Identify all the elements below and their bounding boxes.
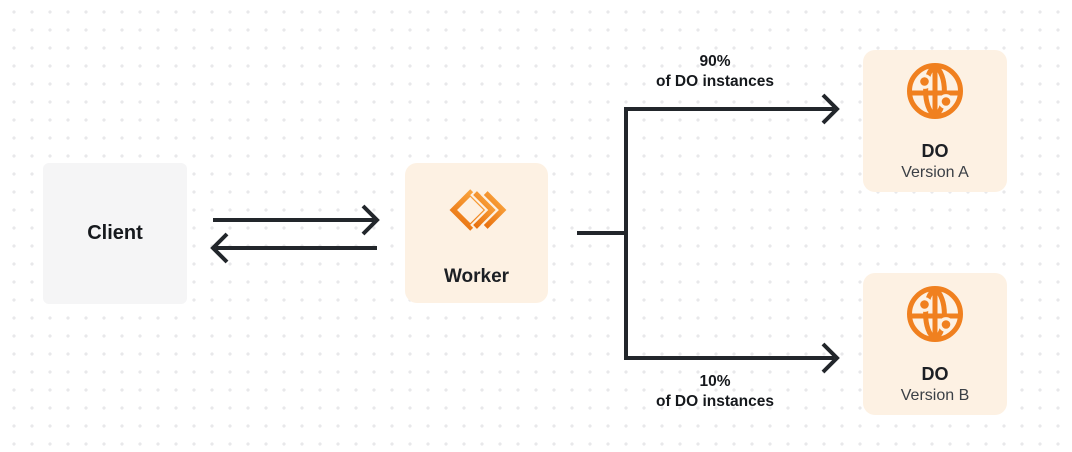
node-do-version-b: DO Version B: [863, 273, 1007, 415]
bottom-branch-percent: 10%: [699, 373, 731, 390]
node-worker: Worker: [405, 163, 548, 303]
worker-to-client-arrowhead-icon: [210, 232, 229, 264]
workers-chevrons-icon: [449, 187, 507, 233]
node-client: Client: [43, 163, 187, 304]
bottom-branch-arrowhead-icon: [821, 342, 840, 374]
client-to-worker-arrowhead-icon: [361, 204, 380, 236]
do-b-subtitle: Version B: [900, 387, 970, 404]
node-do-version-a: DO Version A: [863, 50, 1007, 192]
globe-icon: [907, 63, 963, 119]
top-branch-percent: 90%: [699, 53, 731, 70]
worker-label: Worker: [443, 266, 510, 287]
bottom-branch-label: 10% of DO instances: [613, 372, 817, 411]
do-a-title: DO: [921, 141, 949, 161]
top-branch-label: 90% of DO instances: [613, 52, 817, 91]
do-b-title: DO: [921, 364, 949, 384]
client-label: Client: [87, 222, 143, 244]
bottom-branch-description: of DO instances: [656, 392, 774, 410]
do-a-subtitle: Version A: [901, 164, 969, 181]
top-branch-description: of DO instances: [656, 72, 774, 90]
top-branch-arrowhead-icon: [821, 93, 840, 125]
globe-icon: [907, 286, 963, 342]
branch-trunk: [624, 107, 834, 360]
